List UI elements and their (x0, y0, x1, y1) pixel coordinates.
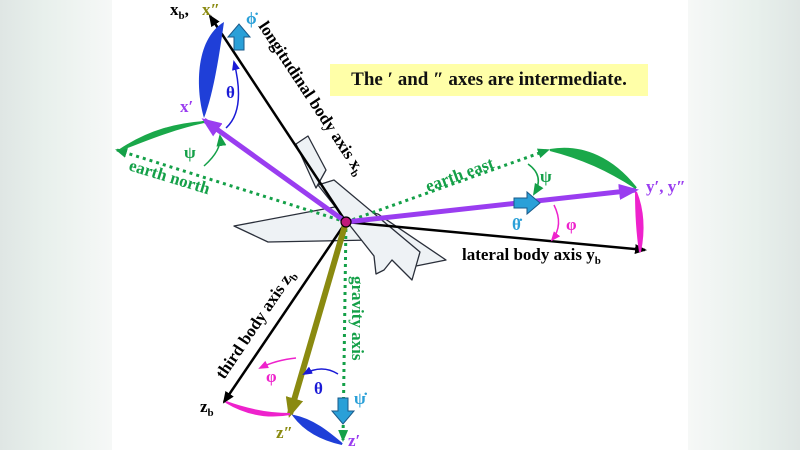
phi-arc-right (550, 204, 561, 242)
green-crescent-left (119, 121, 205, 151)
lateral-body-axis (345, 220, 647, 255)
gravity-axis-label: gravity axis (348, 276, 367, 361)
y-prime-axis (345, 183, 639, 225)
x-double-prime-label: x″ (202, 0, 220, 19)
z-double-prime-label: z″ (276, 423, 293, 442)
blue-crescent-bottom (291, 414, 343, 445)
phi-dot-label: ϕ̇ (246, 9, 259, 28)
x-prime-label: x′ (180, 97, 193, 116)
green-crescent-right (549, 147, 637, 189)
third-axis-label: third body axis zb (212, 266, 302, 384)
phi-right-label: φ (566, 215, 577, 234)
phi-lower-label: φ (266, 367, 277, 386)
x-prime-axis (201, 117, 348, 225)
phi-arc-lower (258, 357, 297, 369)
psi-dot-rate-arrow (330, 397, 356, 425)
theta-lower-label: θ (314, 379, 323, 398)
left-background-panel (0, 0, 112, 450)
z-prime-label: z′ (348, 431, 360, 450)
phi-dot-rate-arrow (226, 23, 252, 51)
right-background-panel (688, 0, 800, 450)
zb-label: zb (200, 397, 214, 419)
theta-arc-lower (302, 366, 339, 375)
longitudinal-body-axis (208, 14, 348, 223)
magenta-crescent-right (635, 191, 644, 253)
psi-arc-right (527, 163, 544, 196)
theta-arc-upper (225, 60, 240, 129)
intermediate-axes-note: The ′ and ″ axes are intermediate. (330, 64, 648, 96)
y-prime-double-label: y′, y″ (646, 177, 686, 196)
gravity-axis (338, 221, 349, 442)
airplane-tail (295, 135, 327, 189)
psi-left-label: ψ (184, 143, 196, 162)
lateral-axis-label: lateral body axis yb (462, 245, 601, 267)
psi-right-label: ψ (540, 167, 552, 186)
earth-east-axis (345, 148, 550, 224)
earth-north-label: earth north (127, 156, 213, 199)
psi-arc-left (203, 134, 227, 167)
magenta-crescent-bottom (225, 401, 291, 417)
theta-dot-rate-arrow (513, 190, 541, 216)
xb-label: xb, (170, 0, 189, 22)
z-double-prime-axis (285, 221, 349, 418)
blue-crescent-top (198, 22, 224, 118)
airplane-fuselage (317, 179, 421, 281)
earth-east-label: earth east (423, 153, 497, 195)
third-body-axis (222, 221, 348, 404)
theta-upper-label: θ (226, 83, 235, 102)
earth-north-axis (115, 148, 347, 224)
psi-dot-label: ψ̇ (354, 389, 368, 408)
theta-dot-label: θ̇ (512, 215, 523, 234)
origin-point (340, 216, 352, 228)
